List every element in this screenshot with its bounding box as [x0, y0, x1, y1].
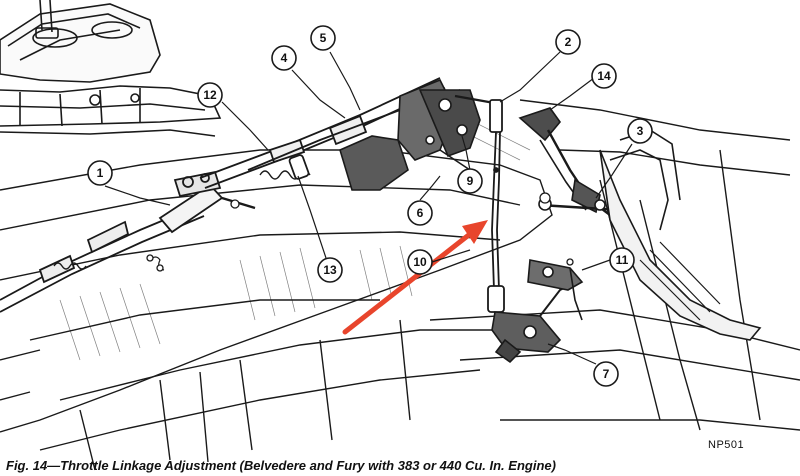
- callout-circle: [310, 25, 336, 51]
- callout-circle: [407, 249, 433, 275]
- fasteners: [146, 192, 574, 272]
- callout-number: 5: [320, 31, 327, 45]
- callout-14: 14: [591, 63, 617, 89]
- callout-circle: [457, 168, 483, 194]
- callout-number: 11: [616, 253, 629, 267]
- callout-13: 13: [317, 257, 343, 283]
- callout-circle: [317, 257, 343, 283]
- callout-4: 4: [271, 45, 297, 71]
- callout-circle: [593, 361, 619, 387]
- callout-circle: [407, 200, 433, 226]
- callout-number: 6: [417, 206, 424, 220]
- callout-number: 13: [323, 263, 337, 277]
- callout-10: 10: [407, 249, 433, 275]
- callout-number: 12: [203, 88, 217, 102]
- callout-number: 3: [637, 124, 644, 138]
- carburetor: [0, 0, 222, 137]
- accelerator-pedal-linkage: [518, 107, 762, 341]
- callout-6: 6: [407, 200, 433, 226]
- callout-number: 10: [413, 255, 427, 269]
- callout-circle: [591, 63, 617, 89]
- throttle-rod-vertical: [487, 99, 505, 313]
- callout-number: 2: [565, 35, 572, 49]
- adjustment-arrow: [342, 220, 488, 335]
- callout-circle: [87, 160, 113, 186]
- callout-circle: [271, 45, 297, 71]
- plate-code: NP501: [708, 439, 744, 451]
- callout-7: 7: [593, 361, 619, 387]
- callout-12: 12: [197, 82, 223, 108]
- leader-lines: [104, 51, 633, 365]
- callout-2: 2: [555, 29, 581, 55]
- figure-caption: Fig. 14—Throttle Linkage Adjustment (Bel…: [6, 458, 556, 473]
- callout-circle: [555, 29, 581, 55]
- callout-5: 5: [310, 25, 336, 51]
- callout-circle: [609, 247, 635, 273]
- callout-11: 11: [609, 247, 635, 273]
- callout-1: 1: [87, 160, 113, 186]
- callout-number: 4: [281, 51, 288, 65]
- callout-9: 9: [457, 168, 483, 194]
- callout-number: 9: [467, 174, 474, 188]
- callout-number: 14: [597, 69, 611, 83]
- callout-3: 3: [627, 118, 653, 144]
- engine-block-outline: [0, 99, 800, 471]
- callout-number: 7: [603, 367, 610, 381]
- callout-circle: [627, 118, 653, 144]
- bellcrank-bracket: [339, 78, 501, 191]
- lower-bellcrank: [491, 259, 584, 364]
- callout-circle: [197, 82, 223, 108]
- kickdown-rod-assembly: [0, 170, 256, 313]
- callout-number: 1: [97, 166, 104, 180]
